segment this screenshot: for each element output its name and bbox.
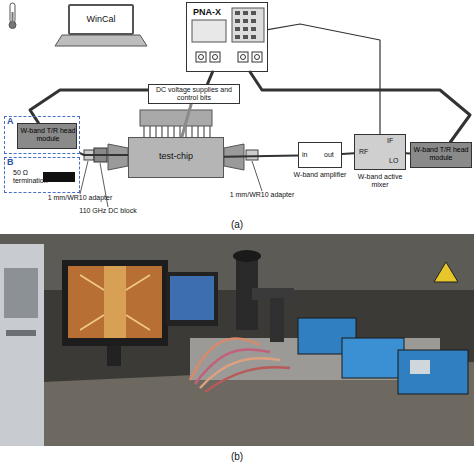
photo-monitor-2 (166, 272, 218, 326)
dc-cable (182, 104, 191, 137)
photo-chip-lines (80, 275, 150, 330)
dc-probe-needles (144, 126, 210, 137)
photo-module (342, 338, 404, 378)
dc-probe (140, 110, 212, 137)
analyzer-screen (192, 20, 226, 42)
photo-cables (190, 338, 290, 392)
laptop-screen: WinCal (68, 4, 134, 35)
load-block (43, 172, 75, 182)
instrument-name: PNA-X (193, 8, 221, 18)
photo-instrument-panel (4, 268, 38, 318)
network-analyzer: PNA-X (186, 2, 268, 72)
software-name: WinCal (70, 15, 132, 25)
part-label: 1 mm/WR10 adapter (226, 191, 298, 199)
option-letter: A (7, 117, 14, 127)
thermometer-level (12, 12, 14, 24)
tr-head-module: W-band T/R head module (17, 123, 77, 149)
amplifier-box: inoutW-band amplifier (298, 142, 342, 168)
component-label: W-band active mixer (350, 173, 410, 189)
termination-load: 50 Ω termination (13, 167, 77, 187)
tr-head-module: W-band T/R head module (410, 142, 472, 168)
panel-label: (b) (222, 451, 252, 462)
port-name: LO (389, 157, 398, 165)
analyzer-ports (196, 52, 262, 62)
photo-chip-image (104, 266, 126, 338)
photo-module-label (410, 360, 430, 374)
photo-eyepiece (233, 250, 261, 262)
port-name: IF (387, 137, 393, 145)
photo-instrument-slot (6, 330, 36, 336)
photo-objective (270, 298, 284, 342)
analyzer-details (192, 8, 264, 62)
chip-label: test-chip (129, 152, 223, 162)
thermometer-icon (9, 3, 16, 29)
test-chip: test-chip (128, 137, 224, 178)
if-cable (268, 24, 380, 134)
box-label: DC voltage supplies and control bits (151, 86, 237, 102)
photo-monitor-2-screen (170, 276, 214, 320)
panel-label: (a) (222, 219, 252, 230)
option-b-region: B50 Ω termination (4, 157, 80, 193)
rf-probe-left (108, 144, 128, 170)
thermometer-tube (10, 3, 15, 23)
port-name: in (302, 151, 307, 159)
photo-monitor (62, 260, 168, 346)
dc-probe-body (140, 110, 212, 126)
waveguide-path (224, 155, 298, 156)
option-letter: B (7, 158, 14, 168)
module-label: W-band T/R head module (19, 127, 77, 143)
photo-monitor-screen (68, 266, 162, 338)
mixer-box: IFRFLOW-band active mixer (354, 134, 406, 170)
waveguide-path (342, 152, 354, 155)
rf-cable (250, 72, 470, 142)
module-label: W-band T/R head module (412, 146, 470, 162)
keypad-keys (235, 11, 256, 39)
photo-module (398, 350, 468, 394)
photo-background (0, 234, 474, 446)
dc-supply-box: DC voltage supplies and control bits (148, 84, 240, 104)
waveguide-adapter (246, 150, 258, 160)
waveguide-path (80, 153, 128, 155)
analyzer-keypad (232, 8, 264, 42)
option-a-region: A W-band T/R head module (4, 116, 80, 154)
port-name: RF (359, 148, 368, 156)
photo-warning-sign (434, 262, 458, 282)
component-label: W-band amplifier (292, 171, 348, 179)
photo-instrument (0, 244, 44, 446)
part-label: 110 GHz DC block (72, 207, 144, 215)
lab-photo (0, 234, 474, 446)
part-label: 1 mm/WR10 adapter (44, 194, 116, 202)
laptop-base (55, 35, 147, 46)
port-name: out (324, 151, 334, 159)
load-label: 50 Ω termination (13, 169, 41, 185)
photo-monitor-stand (107, 346, 121, 366)
